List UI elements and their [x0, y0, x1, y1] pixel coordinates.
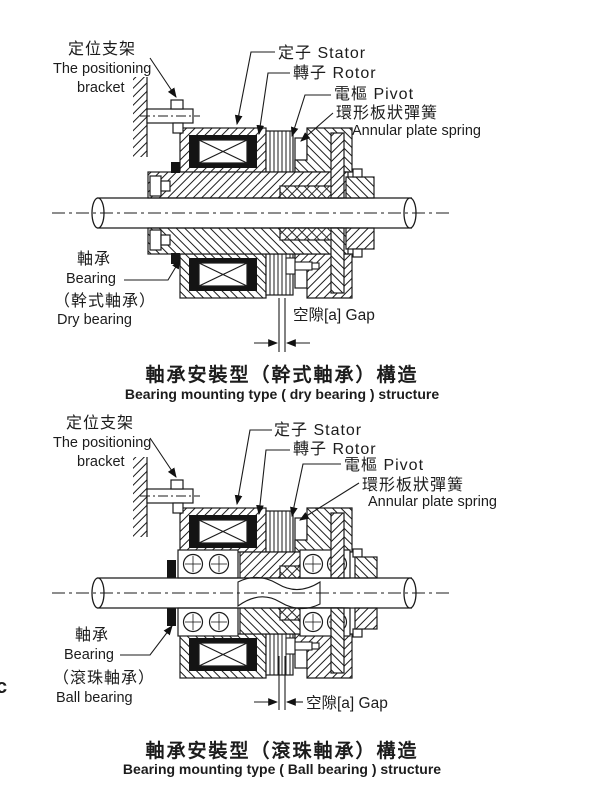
bracket-label-zh: 定位支架: [66, 415, 135, 432]
armature-disc: [330, 132, 345, 199]
caption-ball-en: Bearing mounting type ( Ball bearing ) s…: [122, 761, 442, 777]
stator-label: 定子 Stator: [278, 45, 367, 62]
spring-label-en: Annular plate spring: [368, 494, 497, 510]
bearing-type-en: Dry bearing: [57, 312, 132, 328]
bearing-retainer-flange: [167, 560, 176, 578]
shaft: [52, 576, 450, 610]
spline-shaft-profile: [237, 576, 321, 610]
adjust-bolt: [285, 637, 320, 655]
ball-bearing-row-left: [177, 549, 239, 579]
ball-bearing-diagram-drawing: [52, 429, 450, 710]
bearing-type-zh: （幹式軸承）: [54, 293, 157, 310]
bearing-label-en: Bearing: [66, 271, 116, 287]
bracket-label-en2: bracket: [77, 80, 125, 96]
caption-dry-en: Bearing mounting type ( dry bearing ) st…: [124, 386, 440, 402]
leader-lines: [120, 429, 360, 656]
shaft: [52, 197, 450, 229]
dry-bearing-pad: [171, 162, 180, 173]
rotor-label: 轉子 Rotor: [293, 441, 377, 458]
bearing-label-en: Bearing: [64, 647, 114, 663]
bracket-label-zh: 定位支架: [68, 41, 137, 58]
gap-label: 空隙[a] Gap: [293, 307, 375, 324]
positioning-bracket: [133, 77, 200, 157]
spring-label-en: Annular plate spring: [352, 123, 481, 139]
stator-label: 定子 Stator: [274, 422, 363, 439]
armature-disc: [330, 512, 345, 579]
gap-label: 空隙[a] Gap: [306, 695, 388, 712]
spring-label-zh: 環形板狀彈簧: [336, 105, 439, 122]
spring-label-zh: 環形板狀彈簧: [362, 477, 465, 494]
positioning-bracket: [133, 457, 200, 537]
machine-upper-half: [167, 507, 378, 579]
adjust-bolt: [285, 257, 320, 275]
bearing-label-zh: 軸承: [77, 251, 112, 268]
bracket-label-en2: bracket: [77, 454, 125, 470]
bracket-label-en: The positioning: [53, 61, 152, 77]
bearing-label-zh: 軸承: [75, 627, 110, 644]
leader-lines: [124, 51, 334, 281]
rotor-label: 轉子 Rotor: [293, 65, 377, 82]
bearing-type-en: Ball bearing: [56, 690, 133, 706]
caption-ball-zh: 軸承安裝型（滾珠軸承）構造: [145, 741, 419, 762]
stray-mark: c: [0, 676, 8, 698]
bracket-label-en: The positioning: [53, 435, 152, 451]
caption-dry-zh: 軸承安裝型（幹式軸承）構造: [145, 365, 419, 386]
gap-dimension: [254, 656, 303, 710]
gap-dimension: [254, 298, 310, 352]
dry-bearing-diagram-drawing: [52, 51, 450, 352]
pivot-label: 電樞 Pivot: [334, 86, 415, 103]
bearing-type-zh: （滾珠軸承）: [53, 670, 156, 687]
pivot-label: 電樞 Pivot: [344, 457, 425, 474]
machine-upper-half: [147, 127, 375, 199]
